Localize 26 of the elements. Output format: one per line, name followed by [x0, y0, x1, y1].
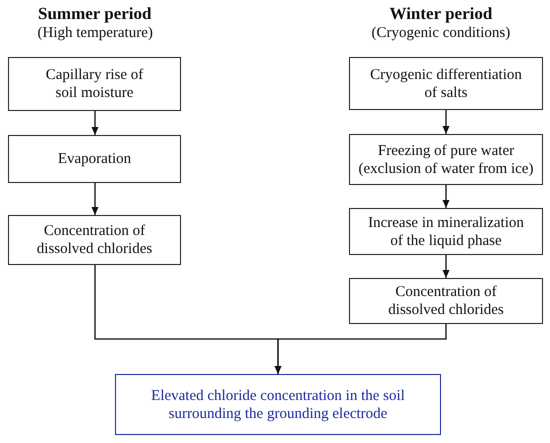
box-text: Concentration of dissolved chlorides [36, 222, 154, 258]
box-text: Evaporation [58, 150, 132, 168]
process-box [349, 57, 543, 110]
arrow [442, 255, 450, 278]
process-box [8, 135, 181, 183]
arrow [92, 111, 98, 135]
process-box [8, 215, 181, 265]
box-text: Elevated chloride concentration in the soil surrounding the grounding electrode [150, 386, 406, 422]
box-text: Capillary rise of soil moisture [44, 66, 144, 102]
box-text: Cryogenic differentiation of salts [369, 66, 523, 102]
process-box [8, 57, 181, 111]
box-text: Freezing of pure water (exclusion of water from ice) [358, 142, 534, 178]
process-box [349, 134, 543, 185]
process-box [349, 278, 543, 324]
arrow [92, 183, 98, 215]
arrow [442, 185, 450, 208]
column-heading: Winter period [390, 4, 492, 24]
box-text: Concentration of dissolved chlorides [387, 283, 505, 319]
column-subheading: (Cryogenic conditions) [372, 25, 510, 42]
column-heading: Summer period [38, 4, 152, 24]
process-box [349, 208, 543, 255]
result-box [115, 374, 441, 435]
arrow [274, 324, 447, 374]
arrow [442, 110, 450, 134]
box-text: Increase in mineralization of the liquid phase [367, 214, 525, 250]
column-subheading: (High temperature) [38, 25, 153, 42]
